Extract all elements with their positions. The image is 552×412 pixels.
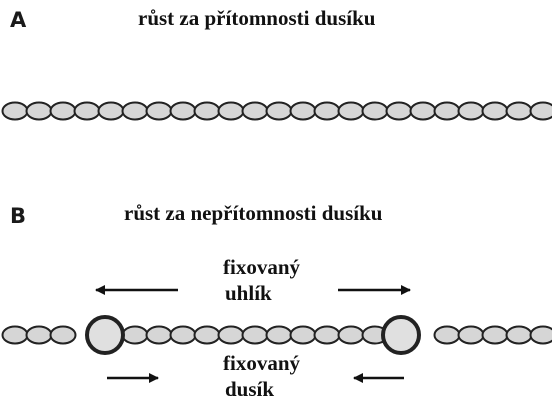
panel-a-title: růst za přítomnosti dusíku bbox=[138, 6, 376, 30]
panel-b-letter: B bbox=[10, 204, 27, 228]
vegetative-cell bbox=[289, 101, 317, 121]
vegetative-cell bbox=[169, 101, 197, 121]
filament-with-heterocysts bbox=[1, 315, 552, 355]
fixed-carbon-line2: uhlík bbox=[225, 281, 272, 305]
vegetative-cell bbox=[25, 101, 53, 121]
vegetative-cell bbox=[49, 101, 77, 121]
vegetative-cell bbox=[121, 101, 149, 121]
fixed-nitrogen-label: fixovaný dusík bbox=[223, 350, 300, 402]
vegetative-cell bbox=[337, 325, 365, 345]
vegetative-cell bbox=[1, 325, 29, 345]
vegetative-cell bbox=[457, 325, 485, 345]
vegetative-cell bbox=[193, 325, 221, 345]
vegetative-cell bbox=[217, 325, 245, 345]
vegetative-cell bbox=[361, 101, 389, 121]
vegetative-cell bbox=[1, 101, 29, 121]
vegetative-cell bbox=[481, 325, 509, 345]
vegetative-cell bbox=[193, 101, 221, 121]
vegetative-cell bbox=[289, 325, 317, 345]
heterocyst-cell bbox=[85, 315, 125, 355]
vegetative-cell bbox=[337, 101, 365, 121]
vegetative-cell bbox=[217, 101, 245, 121]
vegetative-cell bbox=[313, 325, 341, 345]
vegetative-cell bbox=[481, 101, 509, 121]
vegetative-cell bbox=[457, 101, 485, 121]
vegetative-cell bbox=[505, 325, 533, 345]
vegetative-cell bbox=[313, 101, 341, 121]
fixed-carbon-label: fixovaný uhlík bbox=[223, 254, 300, 306]
fixed-nitrogen-line1: fixovaný bbox=[223, 351, 301, 375]
vegetative-cell bbox=[433, 101, 461, 121]
filament-vegetative-cells bbox=[1, 101, 552, 121]
vegetative-cell bbox=[433, 325, 461, 345]
vegetative-cell bbox=[145, 325, 173, 345]
vegetative-cell bbox=[169, 325, 197, 345]
vegetative-cell bbox=[529, 325, 552, 345]
panel-b-title: růst za nepřítomnosti dusíku bbox=[124, 201, 383, 225]
fixed-carbon-line1: fixovaný bbox=[223, 255, 301, 279]
vegetative-cell bbox=[265, 101, 293, 121]
fixed-nitrogen-line2: dusík bbox=[225, 377, 275, 401]
vegetative-cell bbox=[145, 101, 173, 121]
vegetative-cell bbox=[241, 325, 269, 345]
vegetative-cell bbox=[505, 101, 533, 121]
vegetative-cell bbox=[265, 325, 293, 345]
vegetative-cell bbox=[409, 101, 437, 121]
vegetative-cell bbox=[97, 101, 125, 121]
vegetative-cell bbox=[73, 101, 101, 121]
vegetative-cell bbox=[25, 325, 53, 345]
heterocyst-cell bbox=[381, 315, 421, 355]
vegetative-cell bbox=[241, 101, 269, 121]
vegetative-cell bbox=[121, 325, 149, 345]
vegetative-cell bbox=[49, 325, 77, 345]
vegetative-cell bbox=[385, 101, 413, 121]
vegetative-cell bbox=[529, 101, 552, 121]
panel-a-letter: A bbox=[10, 8, 27, 32]
